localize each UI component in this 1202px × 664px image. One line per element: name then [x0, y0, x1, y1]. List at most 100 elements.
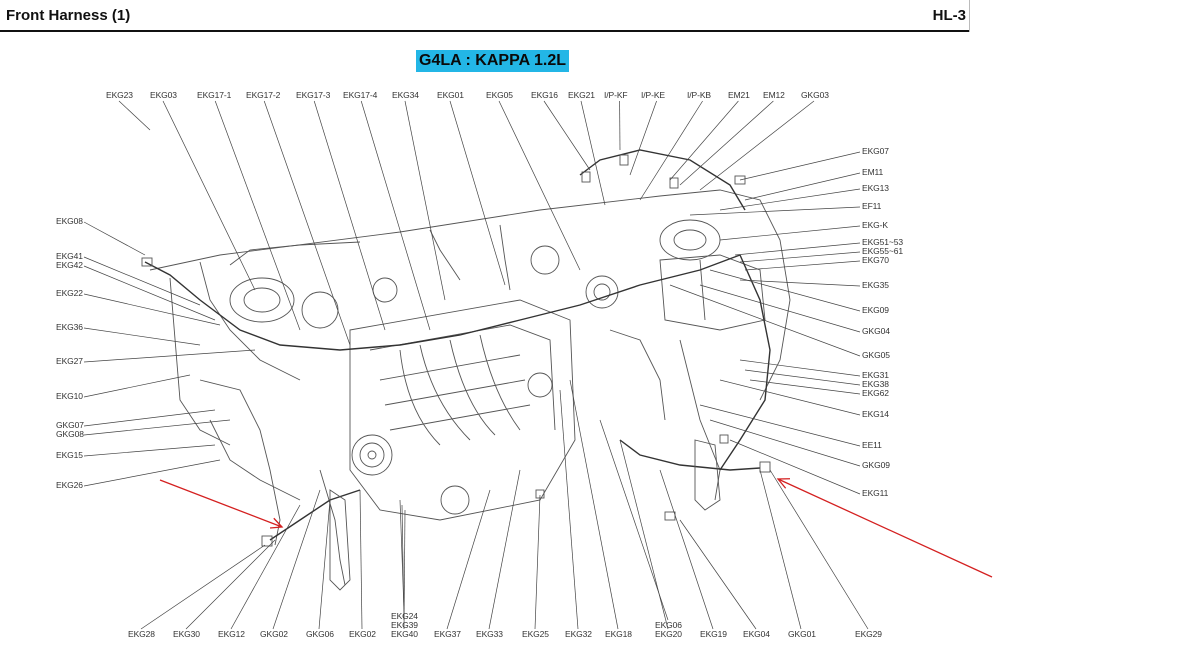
connector-label-ekg24: EKG24 [391, 611, 418, 621]
red-arrow-head [776, 478, 791, 489]
connector-label-ekg39: EKG39 [391, 620, 418, 630]
connector-label-ekg23: EKG23 [106, 90, 133, 100]
leader-line [719, 225, 861, 241]
leader-line [639, 100, 703, 201]
leader-line [185, 539, 276, 630]
connector-label-ekg30: EKG30 [173, 629, 200, 639]
connector-label-ekg32: EKG32 [565, 629, 592, 639]
connector-label-ekg12: EKG12 [218, 629, 245, 639]
connector-label-ekg-k: EKG-K [862, 220, 888, 230]
connector-label-ekg20: EKG20 [655, 629, 682, 639]
leader-line [769, 469, 869, 630]
leader-line [140, 544, 266, 630]
leader-line [699, 100, 815, 191]
connector-label-ekg07: EKG07 [862, 146, 889, 156]
connector-label-ekg17-1: EKG17-1 [197, 90, 232, 100]
connector-label-ekg10: EKG10 [56, 391, 83, 401]
connector-label-i-p-kf: I/P-KF [604, 90, 628, 100]
connector-label-ekg55-61: EKG55~61 [862, 246, 904, 256]
leader-line [599, 419, 669, 621]
leader-line [230, 504, 301, 630]
leader-line [83, 327, 201, 346]
leader-line [83, 409, 216, 427]
connector-label-ekg33: EKG33 [476, 629, 503, 639]
connector-label-ekg22: EKG22 [56, 288, 83, 298]
section-code: HL-3 [932, 7, 966, 24]
leader-line [699, 284, 861, 333]
leader-line [272, 489, 321, 630]
connector-label-i-p-kb: I/P-KB [687, 90, 711, 100]
leader-line [162, 100, 256, 291]
connector-label-ekg04: EKG04 [743, 629, 770, 639]
leader-line [569, 379, 619, 630]
connector-label-gkg02: GKG02 [260, 629, 288, 639]
red-arrows [159, 478, 993, 578]
diagram-page: Front Harness (1) HL-3 G4LA : KAPPA 1.2L [0, 0, 970, 72]
leader-line [263, 100, 351, 346]
leader-line [739, 359, 861, 377]
leader-line [83, 459, 221, 487]
leader-line [709, 419, 861, 467]
connector-label-ekg29: EKG29 [855, 629, 882, 639]
connector-label-ekg38: EKG38 [862, 379, 889, 389]
connector-label-ekg17-2: EKG17-2 [246, 90, 281, 100]
connector-label-ekg14: EKG14 [862, 409, 889, 419]
connector-label-gkg09: GKG09 [862, 460, 890, 470]
connector-label-ekg19: EKG19 [700, 629, 727, 639]
connector-label-ekg17-4: EKG17-4 [343, 90, 378, 100]
connector-label-gkg04: GKG04 [862, 326, 890, 336]
leader-lines [83, 100, 869, 630]
connector-label-ekg16: EKG16 [531, 90, 558, 100]
connector-label-gkg05: GKG05 [862, 350, 890, 360]
leader-line [669, 284, 861, 357]
leader-line [313, 100, 386, 331]
leader-line [729, 439, 861, 495]
header-divider [0, 30, 970, 32]
connector-label-ekg28: EKG28 [128, 629, 155, 639]
connector-label-i-p-ke: I/P-KE [641, 90, 665, 100]
connector-label-ekg41: EKG41 [56, 251, 83, 261]
leader-line [359, 489, 363, 630]
leader-line [744, 172, 861, 201]
page-title: Front Harness (1) [6, 7, 131, 24]
engine-drawing [141, 149, 791, 591]
connector-label-gkg01: GKG01 [788, 629, 816, 639]
connector-label-ekg36: EKG36 [56, 322, 83, 332]
connector-label-ekg17-3: EKG17-3 [296, 90, 331, 100]
connector-label-ekg08: EKG08 [56, 216, 83, 226]
connector-label-ekg35: EKG35 [862, 280, 889, 290]
connector-label-ekg26: EKG26 [56, 480, 83, 490]
page-edge [969, 0, 970, 32]
connector-label-ekg25: EKG25 [522, 629, 549, 639]
connector-label-ekg34: EKG34 [392, 90, 419, 100]
leader-line [689, 206, 861, 216]
leader-line [619, 439, 669, 630]
leader-line [744, 260, 861, 271]
leader-line [759, 469, 802, 630]
connector-label-gkg08: GKG08 [56, 429, 84, 439]
connector-label-ef11: EF11 [862, 201, 882, 211]
leader-line [629, 100, 657, 176]
leader-line [749, 379, 861, 395]
leader-line [534, 494, 541, 630]
leader-line [83, 419, 231, 436]
connector-label-ekg27: EKG27 [56, 356, 83, 366]
connector-label-ekg06: EKG06 [655, 620, 682, 630]
leader-line [744, 369, 861, 386]
leader-line [83, 374, 191, 398]
connector-label-ekg03: EKG03 [150, 90, 177, 100]
connector-label-gkg03: GKG03 [801, 90, 829, 100]
leader-line [719, 379, 861, 416]
leader-line [449, 100, 506, 286]
leader-line [543, 100, 591, 171]
connector-label-ee11: EE11 [862, 440, 882, 450]
engine-title: G4LA : KAPPA 1.2L [416, 50, 569, 72]
connector-label-ekg13: EKG13 [862, 183, 889, 193]
connector-label-ekg05: EKG05 [486, 90, 513, 100]
leader-line [488, 469, 521, 630]
connector-label-ekg31: EKG31 [862, 370, 889, 380]
connector-label-ekg70: EKG70 [862, 255, 889, 265]
leader-line [83, 221, 146, 256]
connector-label-ekg15: EKG15 [56, 450, 83, 460]
leader-line [401, 504, 405, 621]
